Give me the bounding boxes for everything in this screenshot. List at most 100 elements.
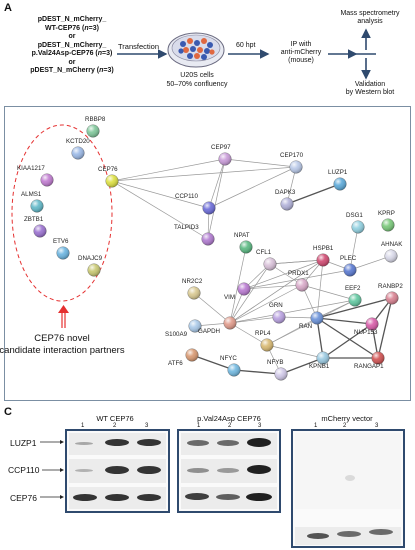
node-label-s100a9: S100A9 [165,331,188,338]
blot-vector [291,429,405,548]
edge-luzp1-dapk3 [286,183,341,205]
row-label-cep76: CEP76 [10,493,37,503]
node-talpid3[interactable]: TALPID3 [174,224,215,246]
node-rbbp8[interactable]: RBBP8 [85,116,106,138]
node-alms1[interactable]: ALMS1 [21,191,44,213]
node-label-ran: RAN [299,323,312,330]
node-luzp1[interactable]: LUZP1 [328,169,348,191]
node-zbtb1[interactable]: ZBTB1 [24,216,47,238]
node-label-kiaa1217: KIAA1217 [17,165,45,172]
edge-cep76-cep170 [111,166,297,182]
node-atf6[interactable]: ATF6 [168,348,199,367]
node-label-nfyc: NFYC [220,355,237,362]
node-label-nr2c2: NR2C2 [182,278,203,285]
edge-dsg1-plec [349,226,359,271]
node-label-dnajc9: DNAJC9 [78,255,103,262]
node-kpnb1[interactable]: KPNB1 [309,351,330,370]
edge-rpl4-ran [266,317,318,346]
node-prdx1[interactable]: PRDX1 [288,270,309,292]
red-arrow-icon [58,305,69,328]
node-nup153[interactable]: NUP153 [354,317,379,336]
node-kctd20[interactable]: KCTD20 [66,138,90,160]
node-vim[interactable]: VIM [224,282,251,301]
edge-plec-ahnak [349,255,392,271]
band-wt-cep76-3 [137,494,161,501]
lane-wt-2: 2 [113,423,117,429]
edge-cep97-cep170 [224,158,297,168]
node-nfyb[interactable]: NFYB [267,359,288,381]
petri-dish-icon [167,32,225,68]
node-hspb1[interactable]: HSPB1 [313,245,334,267]
node-ran[interactable]: RAN [299,311,324,330]
panel-a: A pDEST_N_mCherry_ WT-CEP76 (n=3) or pDE… [0,0,415,100]
node-nr2c2[interactable]: NR2C2 [182,278,203,300]
node-cep97[interactable]: CEP97 [211,144,232,166]
lane-wt-1: 1 [81,423,85,429]
validation-label: Validation by Western blot [345,81,395,96]
band-wt-luzp1-1 [75,442,93,445]
edge-ran-kpnb1 [316,317,324,359]
node-npat[interactable]: NPAT [234,232,253,254]
node-cep76[interactable]: CEP76 [98,166,119,188]
node-rpl4[interactable]: RPL4 [255,330,274,352]
node-label-dapk3: DAPK3 [275,189,296,196]
node-ranbp2[interactable]: RANBP2 [378,283,403,305]
band-mut-cep76-3 [246,493,272,501]
node-dsg1[interactable]: DSG1 [346,212,365,234]
node-dapk3[interactable]: DAPK3 [275,189,296,211]
node-eef2[interactable]: EEF2 [345,285,362,307]
band-vec-mcherry-1 [307,533,329,539]
construct-list: pDEST_N_mCherry_ WT-CEP76 (n=3) or pDEST… [22,16,122,76]
node-rangap1[interactable]: RANGAP1 [354,351,385,370]
band-mut-luzp1-1 [187,440,209,446]
edge-gapdh-nr2c2 [193,292,231,324]
node-label-gapdh: GAPDH [198,328,220,335]
node-cep170[interactable]: CEP170 [280,152,304,174]
edge-rpl4-kpnb1 [266,344,324,359]
node-ahnak[interactable]: AHNAK [381,241,403,263]
node-label-rpl4: RPL4 [255,330,271,337]
lane-vec-1: 1 [314,423,318,429]
edge-gapdh-eef2 [229,299,356,324]
node-label-prdx1: PRDX1 [288,270,309,277]
band-wt-cep76-1 [73,494,97,501]
lane-vec-2: 2 [343,423,347,429]
node-plec[interactable]: PLEC [340,255,357,277]
edge-nfyc-atf6 [191,354,235,371]
node-s100a9[interactable]: S100A9 [165,319,202,338]
node-grn[interactable]: GRN [269,302,286,324]
blot-title-mut: p.Val24Asp CEP76 [197,414,261,423]
node-dnajc9[interactable]: DNAJC9 [78,255,103,277]
edge-nfyb-nfyc [233,369,282,375]
band-wt-ccp110-3 [137,466,161,474]
edge-ran-rangap1 [316,317,379,359]
node-label-hspb1: HSPB1 [313,245,334,252]
node-etv6[interactable]: ETV6 [53,238,70,260]
node-label-luzp1: LUZP1 [328,169,348,176]
band-mut-luzp1-2 [217,440,239,446]
edge-nup153-kpnb1 [322,323,373,359]
node-kprp[interactable]: KPRP [378,210,395,232]
node-kiaa1217[interactable]: KIAA1217 [17,165,54,187]
node-label-cep170: CEP170 [280,152,304,159]
edge-prdx1-eef2 [301,284,356,301]
node-label-ccp110: CCP110 [175,193,198,200]
node-label-cep97: CEP97 [211,144,231,151]
band-wt-luzp1-3 [137,439,161,446]
node-label-cfl1: CFL1 [256,249,272,256]
construct-mut-line1: pDEST_N_mCherry_ [37,41,107,49]
band-vec-mcherry-3 [369,529,393,535]
node-cfl1[interactable]: CFL1 [256,249,277,271]
node-label-eef2: EEF2 [345,285,361,292]
node-gapdh[interactable]: GAPDH [198,316,237,335]
band-wt-ccp110-2 [105,466,129,474]
row-arrows [40,440,64,499]
node-nfyc[interactable]: NFYC [220,355,241,377]
node-label-npat: NPAT [234,232,250,239]
band-vec-faint [345,475,355,481]
edge-plec-vim [243,269,351,290]
node-ccp110[interactable]: CCP110 [175,193,216,215]
